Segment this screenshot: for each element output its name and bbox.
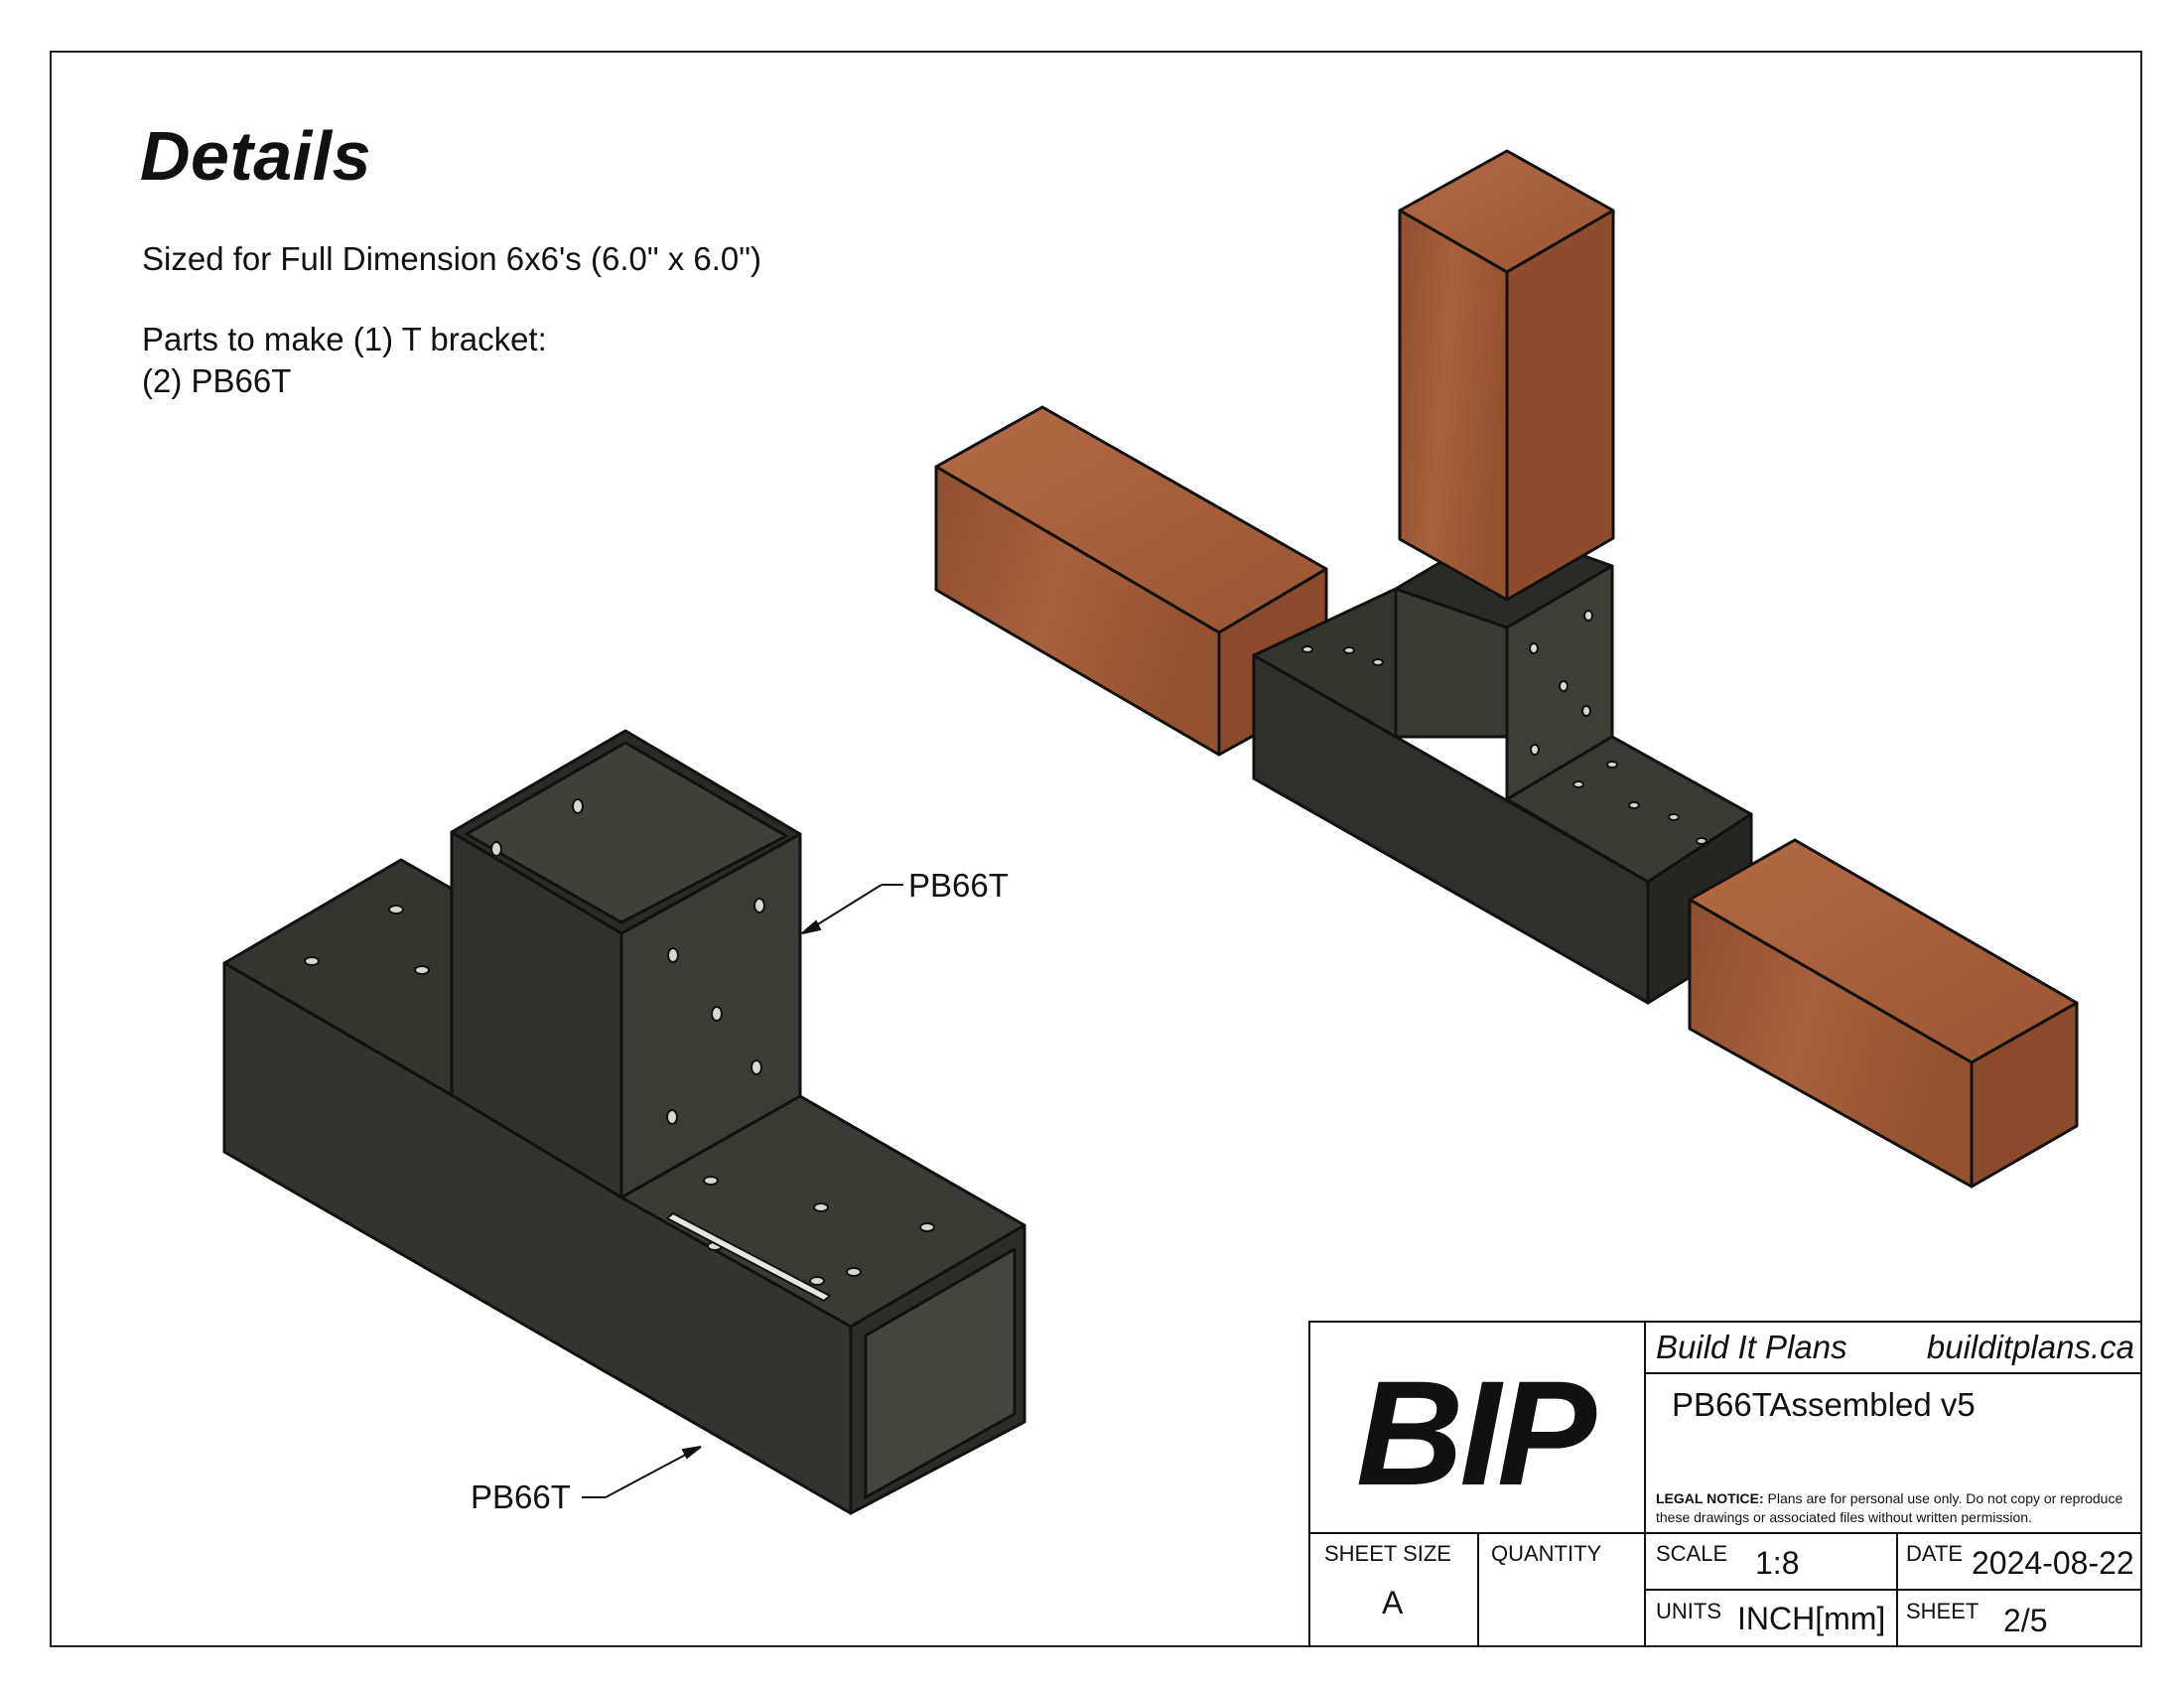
tb-border-left bbox=[1308, 1321, 1310, 1647]
tb-divider-sheetsize bbox=[1477, 1532, 1479, 1647]
date-value: 2024-08-22 bbox=[1972, 1545, 2134, 1581]
quantity-label: QUANTITY bbox=[1491, 1541, 1602, 1566]
assembled-bracket bbox=[1252, 524, 1753, 1005]
tb-divider-units bbox=[1644, 1589, 2142, 1591]
sheet-border bbox=[50, 51, 2142, 1647]
scale-label: SCALE bbox=[1656, 1541, 1728, 1566]
tb-divider-logo bbox=[1644, 1321, 1646, 1647]
right-timber bbox=[1688, 838, 2079, 1189]
assembled-bolt-holes bbox=[1301, 610, 1707, 845]
page-title: Details bbox=[140, 117, 372, 195]
sheet-label: SHEET bbox=[1906, 1599, 1979, 1623]
legal-notice-label: LEGAL NOTICE: bbox=[1656, 1490, 1764, 1506]
sheet-size-value: A bbox=[1382, 1585, 1404, 1620]
company-name: Build It Plans bbox=[1656, 1329, 1847, 1365]
units-value: INCH[mm] bbox=[1737, 1601, 1886, 1636]
callout-lower-label: PB66T bbox=[471, 1478, 571, 1515]
date-label: DATE bbox=[1906, 1541, 1964, 1566]
company-website: builditplans.ca bbox=[1926, 1329, 2134, 1365]
legal-notice-text: Plans are for personal use only. Do not … bbox=[1656, 1490, 2123, 1525]
title-block: BIP Build It Plans builditplans.ca PB66T… bbox=[1308, 1321, 2142, 1647]
document-name: PB66TAssembled v5 bbox=[1672, 1386, 1976, 1423]
legal-notice: LEGAL NOTICE: Plans are for personal use… bbox=[1656, 1489, 2132, 1527]
tb-divider-company bbox=[1644, 1372, 2142, 1374]
sheet-size-label: SHEET SIZE bbox=[1324, 1541, 1451, 1566]
brand-logo: BIP bbox=[1356, 1349, 1596, 1516]
callout-leaders bbox=[582, 884, 903, 1498]
scale-value: 1:8 bbox=[1755, 1545, 1800, 1581]
bracket-detail-view bbox=[222, 729, 1026, 1515]
parts-note: Parts to make (1) T bracket: bbox=[142, 321, 547, 357]
tb-divider-fields bbox=[1308, 1532, 2142, 1534]
tb-border-top bbox=[1308, 1321, 2142, 1323]
parts-list-item: (2) PB66T bbox=[142, 362, 292, 399]
callout-upper-label: PB66T bbox=[908, 867, 1009, 904]
vertical-timber bbox=[1398, 149, 1615, 602]
units-label: UNITS bbox=[1656, 1599, 1721, 1623]
sizing-note: Sized for Full Dimension 6x6's (6.0" x 6… bbox=[142, 240, 761, 277]
sheet-value: 2/5 bbox=[2003, 1603, 2048, 1638]
assembled-view bbox=[934, 149, 2079, 1189]
bolt-holes bbox=[304, 798, 935, 1286]
